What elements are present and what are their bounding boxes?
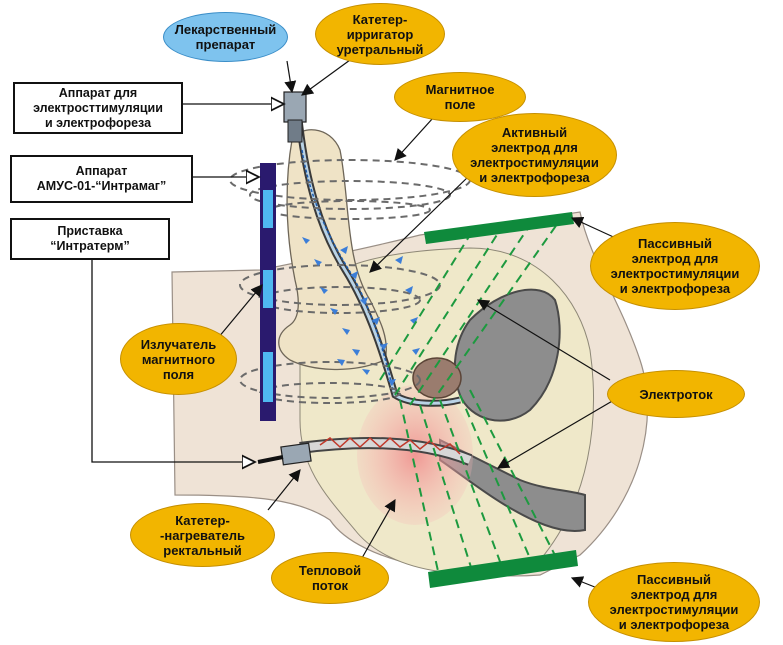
oval-passive-electrode-bottom: Пассивный электрод для электростимуляции…	[588, 562, 760, 642]
oval-passive-electrode-top: Пассивный электрод для электростимуляции…	[590, 222, 760, 310]
oval-drug: Лекарственный препарат	[163, 12, 288, 62]
urethral-catheter-hub	[284, 92, 306, 122]
oval-rectal-catheter: Катетер- -нагреватель ректальный	[130, 503, 275, 567]
oval-emitter: Излучатель магнитного поля	[120, 323, 237, 395]
emitter-segment-1	[263, 190, 273, 228]
oval-current: Электроток	[607, 370, 745, 418]
oval-urethral-catheter: Катетер- ирригатор уретральный	[315, 3, 445, 65]
oval-heat-flow: Тепловой поток	[271, 552, 389, 604]
box-apparatus-electro: Аппарат для электросттимуляции и электро…	[13, 82, 183, 134]
box-amus: Аппарат АМУС-01-“Интрамаг”	[10, 155, 193, 203]
oval-active-electrode: Активный электрод для электростимуляции …	[452, 113, 617, 197]
emitter-segment-3	[263, 352, 273, 402]
rectal-catheter-hub	[281, 443, 311, 465]
box-intraterm: Приставка “Интратерм”	[10, 218, 170, 260]
emitter-segment-2	[263, 270, 273, 308]
